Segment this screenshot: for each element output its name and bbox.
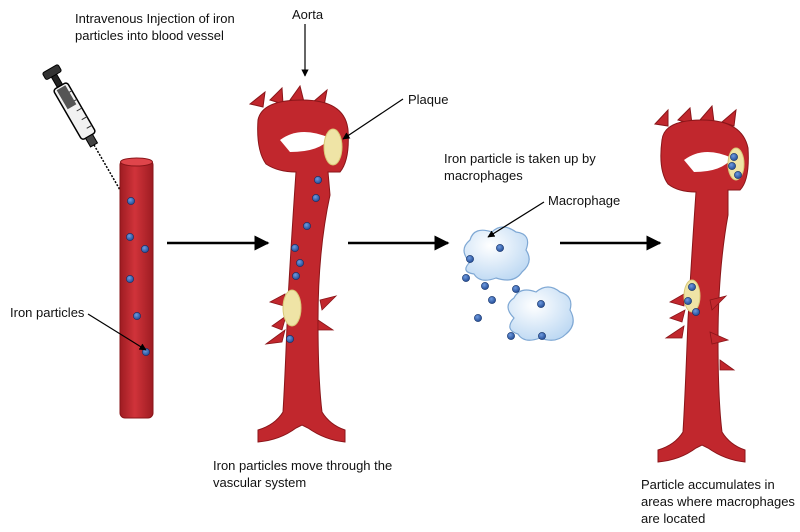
plaque-pointer — [342, 98, 404, 140]
iron-particles-label: Iron particles — [10, 305, 85, 320]
injection-label: Intravenous Injection of iron particles … — [75, 11, 235, 43]
iron-particle-icon — [507, 332, 515, 340]
iron-particle-icon — [496, 244, 504, 252]
iron-particle-icon — [734, 171, 742, 179]
iron-particle-icon — [728, 162, 736, 170]
plaque-icon — [282, 289, 302, 327]
iron-particles — [126, 153, 742, 356]
iron-particle-icon — [538, 332, 546, 340]
macrophage-icon — [463, 226, 530, 281]
iron-particle-icon — [126, 233, 134, 241]
iron-particle-icon — [303, 222, 311, 230]
move-label: Iron particles move through the vascular… — [213, 458, 393, 490]
iron-particle-icon — [141, 245, 149, 253]
iron-particle-icon — [481, 282, 489, 290]
blood-vessel-icon — [119, 157, 154, 419]
iron-particle-icon — [314, 176, 322, 184]
iron-particle-icon — [312, 194, 320, 202]
accumulate-label: Particle accumulates in areas where macr… — [641, 477, 795, 526]
plaque-label: Plaque — [408, 92, 449, 107]
iron-particle-icon — [292, 272, 300, 280]
plaque-icon — [323, 128, 343, 166]
iron-particle-icon — [126, 275, 134, 283]
iron-particles-pointer — [87, 313, 147, 351]
uptake-label: Iron particle is taken up by macrophages — [444, 151, 596, 183]
iron-particle-icon — [286, 335, 294, 343]
iron-particle-icon — [512, 285, 520, 293]
iron-particle-icon — [462, 274, 470, 282]
macrophage-icon — [507, 286, 574, 341]
iron-particle-icon — [291, 244, 299, 252]
iron-particle-icon — [730, 153, 738, 161]
iron-particle-icon — [127, 197, 135, 205]
iron-particle-icon — [537, 300, 545, 308]
iron-particle-icon — [684, 297, 692, 305]
aorta-label: Aorta — [292, 7, 324, 22]
aorta-icon — [653, 104, 749, 463]
macrophage-pointer — [487, 201, 545, 238]
aorta-icon — [248, 84, 349, 443]
iron-particle-icon — [488, 296, 496, 304]
iron-particle-icon — [296, 259, 304, 267]
iron-particle-icon — [474, 314, 482, 322]
iron-particle-icon — [133, 312, 141, 320]
iron-particle-icon — [688, 283, 696, 291]
iron-particle-icon — [692, 308, 700, 316]
macrophage-label: Macrophage — [548, 193, 621, 208]
iron-particle-icon — [466, 255, 474, 263]
